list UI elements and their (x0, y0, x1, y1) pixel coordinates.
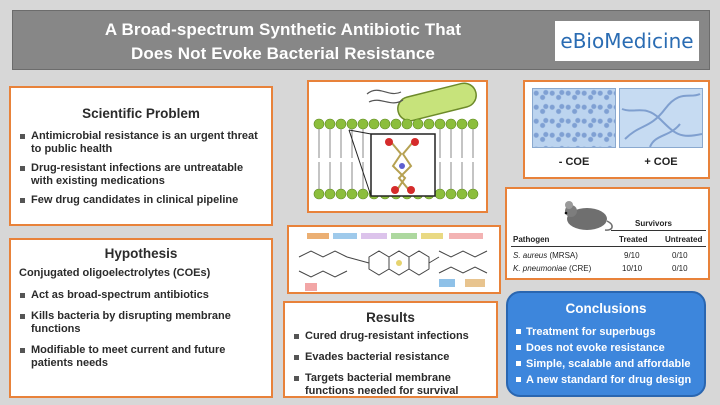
row-treated: 9/10 (624, 251, 640, 260)
row-pathogen: K. pneumoniae (513, 264, 567, 273)
title-banner: A Broad-spectrum Synthetic Antibiotic Th… (12, 10, 710, 70)
row-untreated: 0/10 (672, 264, 688, 273)
hypothesis-item: Kills bacteria by disrupting membrane fu… (19, 310, 261, 336)
table-row: S. aureus (MRSA) (513, 251, 578, 260)
conclusions-heading: Conclusions (565, 301, 647, 316)
row-strain: (MRSA) (547, 251, 578, 260)
micrograph-label-treated: + COE (644, 156, 678, 168)
results-item: Targets bacterial membrane functions nee… (293, 372, 490, 398)
results-item: Cured drug-resistant infections (293, 330, 490, 343)
col-treated: Treated (619, 235, 648, 244)
micrograph-panel: - COE + COE (523, 80, 710, 179)
row-untreated: 0/10 (672, 251, 688, 260)
coe-structure-drawing (298, 233, 488, 291)
hypothesis-item: Act as broad-spectrum antibiotics (19, 289, 261, 302)
micrograph-treated (619, 88, 703, 148)
scientific-problem-panel: Scientific Problem Antimicrobial resista… (9, 86, 273, 226)
hypothesis-panel: Hypothesis Conjugated oligoelectrolytes … (9, 238, 273, 398)
problem-item: Drug-resistant infections are untreatabl… (19, 162, 261, 188)
journal-logo: eBioMedicine (555, 21, 699, 61)
table-divider (511, 246, 706, 247)
chemical-structure-panel (287, 225, 501, 294)
survivors-group-header: Survivors (635, 219, 672, 228)
row-strain: (CRE) (566, 264, 592, 273)
mouse-icon (564, 201, 613, 231)
problem-item: Few drug candidates in clinical pipeline (19, 194, 261, 207)
results-heading: Results (366, 310, 415, 325)
hypothesis-heading: Hypothesis (104, 246, 178, 261)
micrograph-untreated (532, 88, 616, 148)
conclusions-item: Simple, scalable and affordable (516, 356, 704, 372)
problem-item: Antimicrobial resistance is an urgent th… (19, 130, 261, 156)
conclusions-item: A new standard for drug design (516, 372, 704, 388)
table-row: K. pneumoniae (CRE) (513, 264, 591, 273)
row-pathogen: S. aureus (513, 251, 548, 260)
row-treated: 10/10 (622, 264, 643, 273)
membrane-illustration (313, 82, 479, 200)
results-panel: Results Cured drug-resistant infections … (283, 301, 498, 398)
col-pathogen: Pathogen (513, 235, 550, 244)
col-untreated: Untreated (665, 235, 703, 244)
hypothesis-intro: Conjugated oligoelectrolytes (COEs) (19, 267, 211, 279)
title-line-1: A Broad-spectrum Synthetic Antibiotic Th… (104, 20, 462, 39)
survivors-panel: Survivors Pathogen Treated Untreated S. … (505, 187, 710, 280)
hypothesis-item: Modifiable to meet current and future pa… (19, 344, 261, 370)
title-line-2: Does Not Evoke Bacterial Resistance (131, 44, 435, 63)
treated-cells-drawing (621, 93, 702, 147)
table-divider (611, 230, 706, 231)
conclusions-panel: Conclusions Treatment for superbugs Does… (506, 291, 706, 397)
micrograph-label-untreated: - COE (558, 156, 590, 168)
conclusions-item: Does not evoke resistance (516, 340, 704, 356)
conclusions-item: Treatment for superbugs (516, 324, 704, 340)
results-item: Evades bacterial resistance (293, 351, 490, 364)
membrane-figure (307, 80, 488, 213)
problem-heading: Scientific Problem (82, 106, 200, 121)
